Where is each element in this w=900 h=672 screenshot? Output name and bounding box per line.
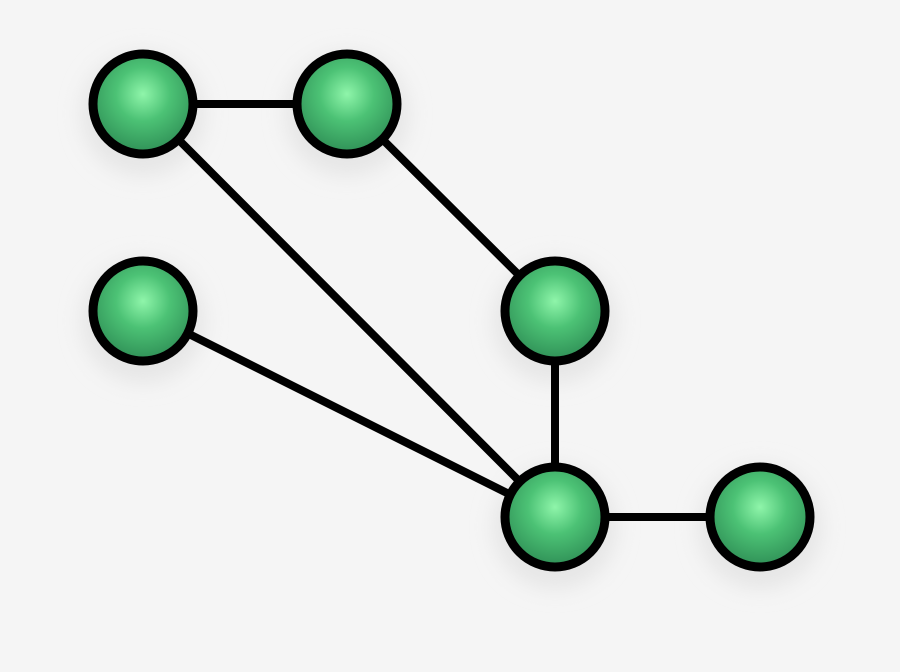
node-n1 <box>88 49 198 159</box>
node-n3 <box>88 256 198 366</box>
nodes <box>88 49 815 572</box>
node-n2 <box>292 49 402 159</box>
edge-n1-n5 <box>139 100 559 521</box>
node-n6 <box>705 462 815 572</box>
edge-n3-n5 <box>139 307 559 521</box>
node-n5 <box>500 462 610 572</box>
node-n4 <box>500 256 610 366</box>
